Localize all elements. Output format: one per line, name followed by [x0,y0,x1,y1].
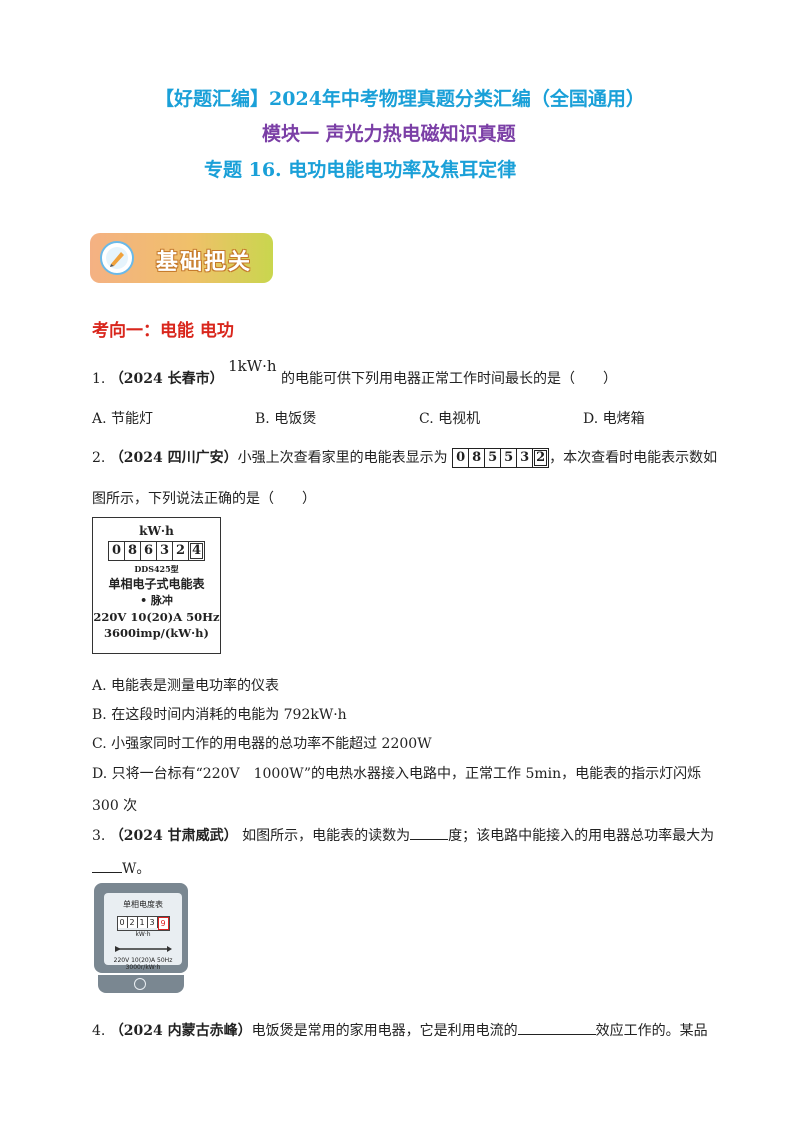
option-d[interactable]: D. 电烤箱 [583,411,645,427]
meter-spec: 220V 10(20)A 50Hz [113,957,173,964]
digit: 6 [141,542,157,560]
knob-icon [134,978,146,990]
option-b[interactable]: B. 电饭煲 [255,411,317,427]
banner-label: 基础把关 [156,250,253,275]
option-a[interactable]: A. 节能灯 [92,411,154,427]
question-1: 1. （2024 长春市） 1kW·h 的电能可供下列用电器正常工作时间最长的是… [92,357,618,389]
digit: 5 [485,449,502,467]
digit: 2 [127,917,138,928]
question-source: （2024 甘肃威武） [109,828,238,844]
question-text-end: W。 [122,861,151,877]
meter-face: 单相电度表 0 2 1 3 9 kW·h 220V 10(20)A 50Hz 3… [104,893,182,971]
option-d-cont: 300 次 [92,798,138,814]
question-source: （2024 内蒙古赤峰） [109,1023,252,1039]
digit: 0 [109,542,125,560]
previous-meter-reading: 0 8 5 5 3 2 [452,448,550,468]
answer-blank[interactable] [410,825,449,840]
question-source: （2024 四川广安） [109,450,238,466]
question-number: 4. [92,1023,106,1039]
question-number: 1. [92,371,106,387]
digit: 3 [147,917,158,928]
energy-quantity: 1kW·h [228,357,277,375]
question-number: 3. [92,828,106,844]
question-text-line2: 图所示，下列说法正确的是（ ） [92,491,316,507]
question-number: 2. [92,450,106,466]
answer-blank[interactable] [517,1020,596,1035]
answer-blank[interactable] [92,858,122,873]
meter-kind: 单相电子式电能表 [108,577,205,591]
question-text: 小强上次查看家里的电能表显示为 [237,450,448,466]
digit: 8 [125,542,141,560]
electric-meter-figure: kW·h 0 8 6 3 2 4 DDS425型 单相电子式电能表 • 脉冲 2… [92,517,221,654]
question-text: 的电能可供下列用电器正常工作时间最长的是（ ） [281,371,618,387]
module-title: 模块一 声光力热电磁知识真题 [262,123,516,145]
digit: 3 [157,542,173,560]
meter-unit: kW·h [139,524,174,538]
question-text: 电饭煲是常用的家用电器，它是利用电流的 [251,1023,518,1039]
question-2: 2. （2024 四川广安）小强上次查看家里的电能表显示为 0 8 5 5 3 … [92,448,717,468]
meter-base [98,975,184,993]
digit: 2 [534,450,548,466]
question-text-cont: 效应工作的。某品 [595,1023,708,1039]
meter-reading: 0 8 6 3 2 4 [108,541,205,561]
digit: 0 [117,917,128,928]
digit: 2 [173,542,189,560]
option-c[interactable]: C. 电视机 [419,411,481,427]
digit: 4 [190,543,203,559]
section-banner: 基础把关 [90,233,273,283]
question-source: （2024 长春市） [109,371,224,387]
meter-constant: 3600imp/(kW·h) [104,626,209,640]
question-4: 4. （2024 内蒙古赤峰）电饭煲是常用的家用电器，它是利用电流的 效应工作的。… [92,1020,708,1041]
meter-model: DDS425型 [134,564,179,574]
section-title: 考向一：电能 电功 [92,321,234,341]
meter-spec: 220V 10(20)A 50Hz [93,610,220,624]
meter-title: 单相电度表 [123,900,163,909]
question-text-cont: 度；该电路中能接入的用电器总功率最大为 [448,828,715,844]
option-c[interactable]: C. 小强家同时工作的用电器的总功率不能超过 2200W [92,736,432,752]
arrow-icon [115,946,172,952]
topic-title: 专题 16. 电功电能电功率及焦耳定律 [204,159,517,181]
digit: 8 [469,449,486,467]
option-a[interactable]: A. 电能表是测量电功率的仪表 [92,678,280,694]
meter-pulse: • 脉冲 [140,594,173,607]
meter-unit: kW·h [135,931,151,938]
digit: 3 [517,449,534,467]
digit: 5 [501,449,518,467]
meter-body: 单相电度表 0 2 1 3 9 kW·h 220V 10(20)A 50Hz 3… [94,883,188,973]
electric-meter-figure: 单相电度表 0 2 1 3 9 kW·h 220V 10(20)A 50Hz 3… [92,881,190,997]
option-d[interactable]: D. 只将一台标有“220V 1000W”的电热水器接入电路中，正常工作 5mi… [92,766,702,782]
question-3-line2: W。 [92,858,150,879]
question-3: 3. （2024 甘肃威武） 如图所示，电能表的读数为 度；该电路中能接入的用电器… [92,825,714,846]
pen-icon [100,241,134,275]
digit: 9 [157,917,169,930]
digit: 1 [137,917,148,928]
option-b[interactable]: B. 在这段时间内消耗的电能为 792kW·h [92,707,347,723]
meter-constant: 3000r/kW·h [125,964,161,971]
page-title: 【好题汇编】2024年中考物理真题分类汇编（全国通用） [155,88,645,110]
question-text: 如图所示，电能表的读数为 [237,828,411,844]
digit: 0 [453,449,470,467]
question-text-cont: ，本次查看时电能表示数如 [549,450,718,466]
meter-reading: 0 2 1 3 9 [116,916,170,931]
